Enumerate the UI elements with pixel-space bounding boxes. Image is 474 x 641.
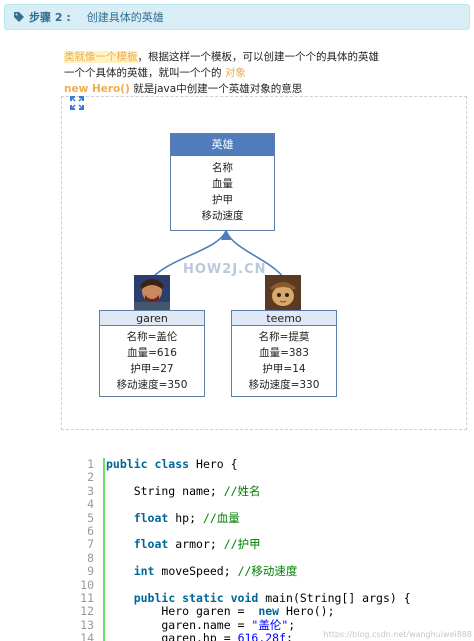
code-line: Hero garen = new Hero();: [106, 604, 335, 619]
line-number: 1: [87, 458, 94, 471]
teemo-avatar: [265, 275, 301, 310]
line-number: 9: [87, 564, 94, 579]
class-attribute: 名称: [212, 162, 233, 174]
description-line-3: new Hero() 就是java中创建一个英雄对象的意思: [64, 81, 464, 97]
code-line: garen.name = "盖伦";: [106, 617, 296, 632]
line-number: 6: [87, 523, 94, 538]
description: 类就像一个模板，根据这样一个模板，可以创建一个个的具体的英雄 一个个具体的英雄，…: [64, 49, 464, 97]
class-attributes: 名称 血量 护甲 移动速度: [171, 156, 274, 224]
garen-avatar: [134, 275, 170, 310]
line-number: 12: [80, 604, 94, 619]
code-line: int moveSpeed; //移动速度: [133, 564, 298, 579]
diagram-watermark: HOW2J.CN: [183, 262, 267, 277]
object-attribute: 名称=盖伦: [126, 331, 178, 343]
description-line-1: 类就像一个模板，根据这样一个模板，可以创建一个个的具体的英雄: [64, 49, 464, 65]
class-attribute: 移动速度: [201, 210, 244, 222]
description-line-3-rest: 就是java中创建一个英雄对象的意思: [129, 83, 303, 95]
code-line: [106, 525, 411, 538]
object-attribute: 护甲=14: [262, 363, 306, 375]
step-label: 步骤 2 :: [13, 9, 71, 25]
object-attribute: 移动速度=350: [116, 379, 188, 391]
step-title: 创建具体的英雄: [86, 11, 164, 24]
description-line-2-text: 一个个具体的英雄，就叫一个个的: [64, 67, 225, 79]
tag-icon: [14, 12, 24, 22]
description-line-2: 一个个具体的英雄，就叫一个个的 对象: [64, 65, 464, 81]
line-number: 5: [87, 510, 94, 525]
line-number: 14: [80, 631, 94, 641]
gutter-separator: [103, 458, 105, 641]
code-line: public static void main(String[] args) {: [133, 590, 411, 605]
class-name: 英雄: [171, 134, 274, 156]
line-number: 11: [80, 590, 94, 605]
line-number: 7: [87, 537, 94, 552]
object-attribute: 护甲=27: [130, 363, 174, 375]
code-lines: public class Hero { String name; //姓名 fl…: [106, 458, 411, 641]
expand-icon[interactable]: [70, 96, 84, 110]
line-number: 8: [87, 550, 94, 565]
step-number: 步骤 2 :: [29, 11, 71, 24]
code-block[interactable]: 1 2 3 4 5 6 7 8 9 10 11 12 13 14 public …: [68, 458, 468, 641]
hero-class-box: 英雄 名称 血量 护甲 移动速度: [170, 133, 275, 231]
code-line: [106, 579, 411, 592]
line-number-gutter: 1 2 3 4 5 6 7 8 9 10 11 12 13 14: [68, 458, 94, 641]
object-attribute: 移动速度=330: [248, 379, 320, 391]
garen-object-box: garen 名称=盖伦 血量=616 护甲=27 移动速度=350: [99, 310, 205, 397]
description-line-1-rest: ，根据这样一个模板，可以创建一个个的具体的英雄: [137, 51, 380, 63]
code-line: garen.hp = 616.28f;: [106, 631, 293, 641]
object-attribute: 名称=提莫: [258, 331, 310, 343]
code-line: String name; //姓名: [106, 483, 261, 498]
code-line: [106, 552, 411, 565]
code-line: public class Hero {: [106, 458, 238, 471]
code-line: [106, 471, 411, 484]
object-highlight: 对象: [224, 67, 246, 79]
object-name: teemo: [232, 311, 336, 326]
line-number: 2: [87, 470, 94, 485]
code-line: float hp; //血量: [133, 510, 240, 525]
object-attributes: 名称=盖伦 血量=616 护甲=27 移动速度=350: [100, 326, 204, 393]
code-line: float armor; //护甲: [133, 537, 261, 552]
teemo-object-box: teemo 名称=提莫 血量=383 护甲=14 移动速度=330: [231, 310, 337, 397]
footer-watermark: https://blog.csdn.net/wanghuiwei888: [323, 630, 473, 639]
line-number: 3: [87, 483, 94, 498]
template-highlight: 类就像一个模板: [64, 51, 138, 63]
object-name: garen: [100, 311, 204, 326]
class-attribute: 血量: [212, 178, 233, 190]
new-hero-code: new Hero(): [64, 83, 130, 95]
step-header: 步骤 2 : 创建具体的英雄: [4, 4, 470, 30]
line-number: 13: [80, 617, 94, 632]
class-attribute: 护甲: [212, 194, 233, 206]
line-number: 10: [80, 577, 94, 592]
object-attributes: 名称=提莫 血量=383 护甲=14 移动速度=330: [232, 326, 336, 393]
object-attribute: 血量=383: [259, 347, 309, 359]
line-number: 4: [87, 497, 94, 512]
diagram-container: [61, 96, 467, 430]
object-attribute: 血量=616: [127, 347, 177, 359]
code-line: [106, 498, 411, 511]
